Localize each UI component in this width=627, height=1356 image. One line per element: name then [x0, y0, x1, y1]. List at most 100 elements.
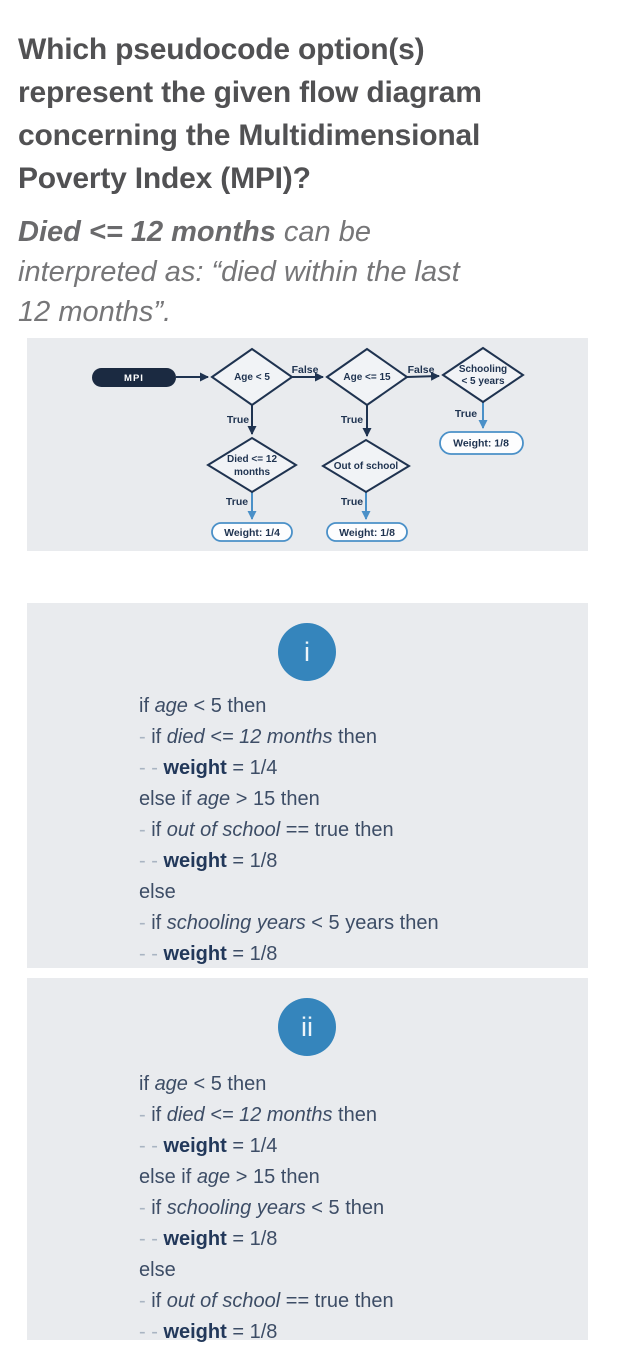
option-badge-ii-label: ii: [301, 1012, 313, 1042]
edge-label-true-age5: True: [227, 414, 249, 426]
note-emphasis: Died <= 12 months: [18, 216, 276, 248]
pseudocode-segment: age: [196, 788, 231, 810]
result-weight-eighth-mid-label: Weight: 1/8: [339, 527, 395, 539]
pseudocode-line: - - weight = 1/8: [139, 939, 439, 970]
pseudocode-line: else: [139, 1255, 394, 1286]
pseudocode-segment: weight: [163, 757, 227, 779]
pseudocode-segment: - -: [139, 943, 164, 965]
pseudocode-segment: == true then: [280, 1290, 394, 1312]
question-title: Which pseudocode option(s) represent the…: [18, 28, 608, 200]
flow-diagram-card: MPI Age < 5 Age <= 15 Schooling < 5 year…: [27, 338, 588, 551]
pseudocode-segment: if: [151, 1197, 167, 1219]
pseudocode-segment: if: [139, 695, 155, 717]
question-line: Which pseudocode option(s): [18, 33, 425, 67]
decision-schooling-label-1: Schooling: [459, 364, 507, 375]
result-weight-eighth-right: [439, 431, 524, 455]
pseudocode-segment: < 5 years then: [305, 912, 439, 934]
pseudocode-segment: -: [139, 1104, 152, 1126]
pseudocode-segment: died <= 12 months: [166, 726, 333, 748]
pseudocode-line: - if died <= 12 months then: [139, 722, 439, 753]
pseudocode-line: - - weight = 1/4: [139, 753, 439, 784]
edge-label-false-2: False: [408, 364, 435, 376]
edge-label-false-1: False: [292, 364, 319, 376]
pseudocode-segment: if: [151, 912, 167, 934]
decision-schooling-label-2: < 5 years: [461, 376, 505, 387]
pseudocode-segment: age: [196, 1166, 231, 1188]
decision-out-of-school-label: Out of school: [334, 461, 399, 472]
pseudocode-segment: - -: [139, 1228, 164, 1250]
question-line: concerning the Multidimensional: [18, 119, 481, 153]
pseudocode-segment: - -: [139, 850, 164, 872]
pseudocode-line: else: [139, 877, 439, 908]
result-weight-quarter-label: Weight: 1/4: [224, 527, 280, 539]
pseudocode-block-i: if age < 5 then - if died <= 12 months th…: [139, 691, 439, 970]
pseudocode-segment: < 5 then: [187, 695, 267, 717]
pseudocode-segment: if: [151, 1104, 167, 1126]
pseudocode-segment: else if: [139, 788, 197, 810]
start-node-mpi: [92, 368, 176, 387]
pseudocode-segment: if: [151, 819, 167, 841]
pseudocode-segment: else if: [139, 1166, 197, 1188]
note-paragraph: Died <= 12 months can be interpreted as:…: [18, 212, 608, 332]
pseudocode-line: - if schooling years < 5 years then: [139, 908, 439, 939]
note-line: interpreted as: “died within the last: [18, 256, 460, 288]
option-badge-i: i: [278, 623, 336, 681]
decision-out-of-school: [321, 438, 411, 494]
pseudocode-segment: else: [139, 1259, 176, 1281]
pseudocode-segment: -: [139, 726, 152, 748]
decision-died-label-1: Died <= 12: [227, 454, 277, 465]
mpi-flow-diagram: MPI Age < 5 Age <= 15 Schooling < 5 year…: [92, 346, 525, 542]
decision-age-lte-15-label: Age <= 15: [343, 372, 391, 383]
note-text: can be: [275, 216, 371, 248]
result-weight-quarter: [211, 522, 293, 542]
decision-died-label-2: months: [234, 467, 271, 478]
pseudocode-segment: weight: [163, 1228, 227, 1250]
pseudocode-line: if age < 5 then: [139, 1069, 394, 1100]
pseudocode-segment: -: [139, 912, 152, 934]
pseudocode-segment: > 15 then: [230, 1166, 320, 1188]
pseudocode-line: - if out of school == true then: [139, 1286, 394, 1317]
pseudocode-block-ii: if age < 5 then- if died <= 12 months th…: [139, 1069, 394, 1348]
edge-label-true-died: True: [226, 496, 248, 508]
pseudocode-segment: - -: [139, 757, 164, 779]
pseudocode-line: - if schooling years < 5 then: [139, 1193, 394, 1224]
pseudocode-line: - - weight = 1/8: [139, 846, 439, 877]
result-weight-eighth-mid: [326, 522, 408, 542]
pseudocode-segment: if: [151, 726, 167, 748]
pseudocode-line: else if age > 15 then: [139, 1162, 394, 1193]
pseudocode-segment: else: [139, 881, 176, 903]
pseudocode-segment: died <= 12 months: [166, 1104, 333, 1126]
pseudocode-segment: -: [139, 1290, 152, 1312]
result-weight-eighth-right-label: Weight: 1/8: [453, 438, 509, 450]
option-badge-i-label: i: [304, 637, 310, 667]
pseudocode-segment: - -: [139, 1321, 164, 1343]
edge-label-true-outofschool: True: [341, 496, 363, 508]
pseudocode-line: else if age > 15 then: [139, 784, 439, 815]
pseudocode-segment: = 1/4: [226, 757, 278, 779]
option-badge-ii: ii: [278, 998, 336, 1056]
option-card-i[interactable]: i if age < 5 then - if died <= 12 months …: [27, 603, 588, 968]
pseudocode-segment: age: [154, 695, 188, 717]
pseudocode-segment: = 1/8: [226, 943, 278, 965]
pseudocode-segment: then: [332, 1104, 377, 1126]
note-line: Died <= 12 months can be: [18, 212, 608, 252]
arrow-false-age15-to-schooling: [406, 371, 440, 381]
pseudocode-segment: age: [154, 1073, 188, 1095]
pseudocode-segment: if: [139, 1073, 155, 1095]
pseudocode-segment: = 1/8: [226, 850, 278, 872]
pseudocode-segment: = 1/4: [226, 1135, 278, 1157]
pseudocode-segment: then: [332, 726, 377, 748]
decision-died: [206, 436, 298, 494]
decision-age-lt-5-label: Age < 5: [234, 372, 270, 383]
option-card-ii[interactable]: ii if age < 5 then- if died <= 12 months…: [27, 978, 588, 1343]
pseudocode-line: - - weight = 1/8: [139, 1224, 394, 1255]
pseudocode-segment: if: [151, 1290, 167, 1312]
pseudocode-line: - if died <= 12 months then: [139, 1100, 394, 1131]
pseudocode-segment: - -: [139, 1135, 164, 1157]
pseudocode-segment: < 5 then: [305, 1197, 385, 1219]
pseudocode-segment: out of school: [166, 819, 281, 841]
decision-age-lte-15: [325, 347, 409, 407]
edge-label-true-schooling: True: [455, 408, 477, 420]
pseudocode-segment: > 15 then: [230, 788, 320, 810]
pseudocode-segment: = 1/8: [226, 1321, 278, 1343]
